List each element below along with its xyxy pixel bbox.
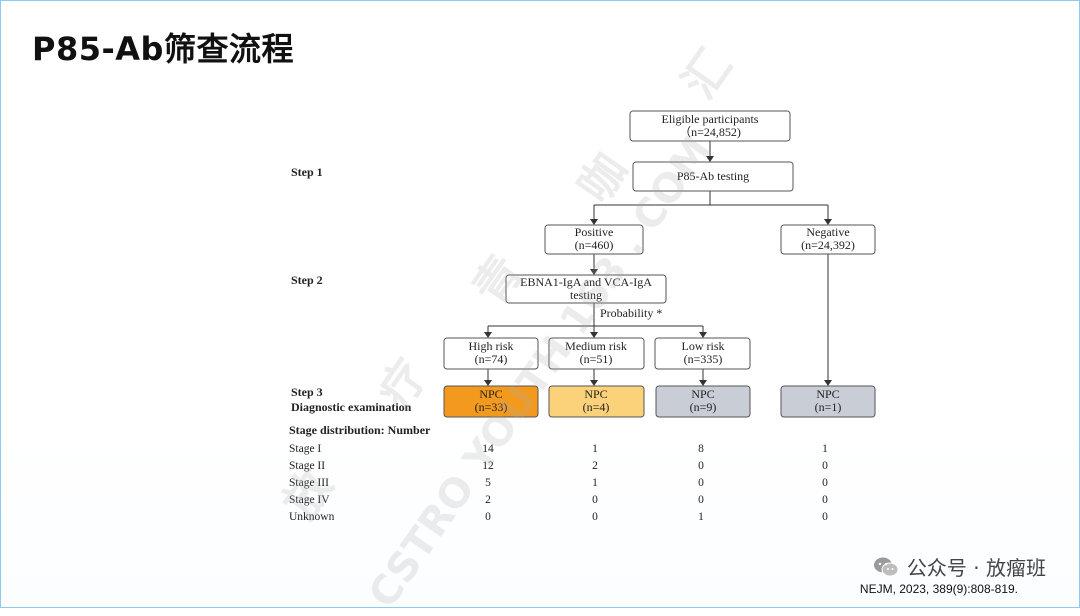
stage-cell: 2 bbox=[592, 460, 598, 472]
npc-low-line1: NPC bbox=[691, 387, 714, 401]
arrowheads bbox=[484, 156, 832, 386]
stage-row-label: Unknown bbox=[289, 511, 335, 523]
node-medium-risk: Medium risk (n=51) bbox=[548, 337, 645, 370]
stage-cell: 0 bbox=[698, 494, 704, 506]
node-positive: Positive (n=460) bbox=[544, 224, 644, 255]
wechat-icon bbox=[873, 557, 899, 576]
eligible-line2: （n=24,852) bbox=[679, 125, 741, 139]
low-line2: (n=335) bbox=[684, 352, 723, 366]
step3-label: Step 3 bbox=[291, 385, 323, 399]
stage-row-label: Stage IV bbox=[289, 494, 330, 506]
step2-label: Step 2 bbox=[291, 273, 323, 287]
stage-cell: 0 bbox=[822, 511, 828, 523]
stage-cell: 12 bbox=[482, 460, 494, 472]
stage-cell: 0 bbox=[822, 477, 828, 489]
node-npc-low: NPC (n=9) bbox=[655, 385, 751, 418]
stage-table-header: Stage distribution: Number bbox=[289, 423, 431, 437]
positive-line1: Positive bbox=[575, 225, 614, 239]
high-line2: (n=74) bbox=[475, 352, 508, 366]
negative-line2: (n=24,392) bbox=[801, 238, 855, 252]
stage-cell: 0 bbox=[592, 494, 598, 506]
ebna-line1: EBNA1-IgA and VCA-IgA bbox=[520, 275, 652, 289]
node-npc-high: NPC (n=33) bbox=[443, 385, 539, 418]
stage-row-label: Stage II bbox=[289, 460, 325, 472]
ebna-line2: testing bbox=[570, 288, 602, 302]
npc-medium-line2: (n=4) bbox=[583, 400, 610, 414]
citation: NEJM, 2023, 389(9):808-819. bbox=[859, 582, 1018, 596]
node-eligible: Eligible participants （n=24,852) bbox=[629, 110, 791, 142]
stage-row-label: Stage I bbox=[289, 443, 321, 455]
node-negative: Negative (n=24,392) bbox=[780, 224, 876, 255]
medium-line1: Medium risk bbox=[565, 339, 627, 353]
negative-line1: Negative bbox=[806, 225, 849, 239]
stage-row-label: Stage III bbox=[289, 477, 329, 489]
node-ebna-testing: EBNA1-IgA and VCA-IgA testing bbox=[505, 274, 667, 304]
stage-cell: 1 bbox=[592, 477, 598, 489]
step1-label: Step 1 bbox=[291, 165, 323, 179]
medium-line2: (n=51) bbox=[580, 352, 613, 366]
stage-cell: 0 bbox=[822, 494, 828, 506]
stage-cell: 0 bbox=[698, 477, 704, 489]
stage-cell: 14 bbox=[482, 443, 494, 455]
npc-high-line2: (n=33) bbox=[475, 400, 508, 414]
step3-sub-label: Diagnostic examination bbox=[291, 400, 412, 414]
stage-cell: 8 bbox=[698, 443, 704, 455]
stage-cell: 0 bbox=[592, 511, 598, 523]
high-line1: High risk bbox=[469, 339, 514, 353]
stage-cell: 1 bbox=[698, 511, 704, 523]
stage-cell: 1 bbox=[822, 443, 828, 455]
npc-high-line1: NPC bbox=[479, 387, 502, 401]
eligible-line1: Eligible participants bbox=[662, 112, 759, 126]
slide-title: P85-Ab筛查流程 bbox=[32, 30, 294, 68]
probability-label: Probability * bbox=[600, 306, 662, 320]
npc-medium-line1: NPC bbox=[584, 387, 607, 401]
npc-low-line2: (n=9) bbox=[690, 400, 717, 414]
stage-cell: 0 bbox=[485, 511, 491, 523]
node-npc-medium: NPC (n=4) bbox=[548, 385, 645, 418]
node-low-risk: Low risk (n=335) bbox=[654, 337, 751, 370]
low-line1: Low risk bbox=[682, 339, 725, 353]
node-p85-testing: P85-Ab testing bbox=[632, 161, 794, 192]
positive-line2: (n=460) bbox=[575, 238, 614, 252]
stage-cell: 2 bbox=[485, 494, 491, 506]
stage-cell: 5 bbox=[485, 477, 491, 489]
wechat-account: 公众号 · 放瘤班 bbox=[873, 552, 1046, 581]
p85-label: P85-Ab testing bbox=[677, 169, 749, 183]
account-name: 公众号 · 放瘤班 bbox=[906, 556, 1046, 580]
node-high-risk: High risk (n=74) bbox=[443, 337, 539, 370]
stage-cell: 0 bbox=[698, 460, 704, 472]
npc-negative-line1: NPC bbox=[816, 387, 839, 401]
stage-cell: 0 bbox=[822, 460, 828, 472]
stage-cell: 1 bbox=[592, 443, 598, 455]
node-npc-negative: NPC (n=1) bbox=[780, 385, 876, 418]
npc-negative-line2: (n=1) bbox=[815, 400, 842, 414]
